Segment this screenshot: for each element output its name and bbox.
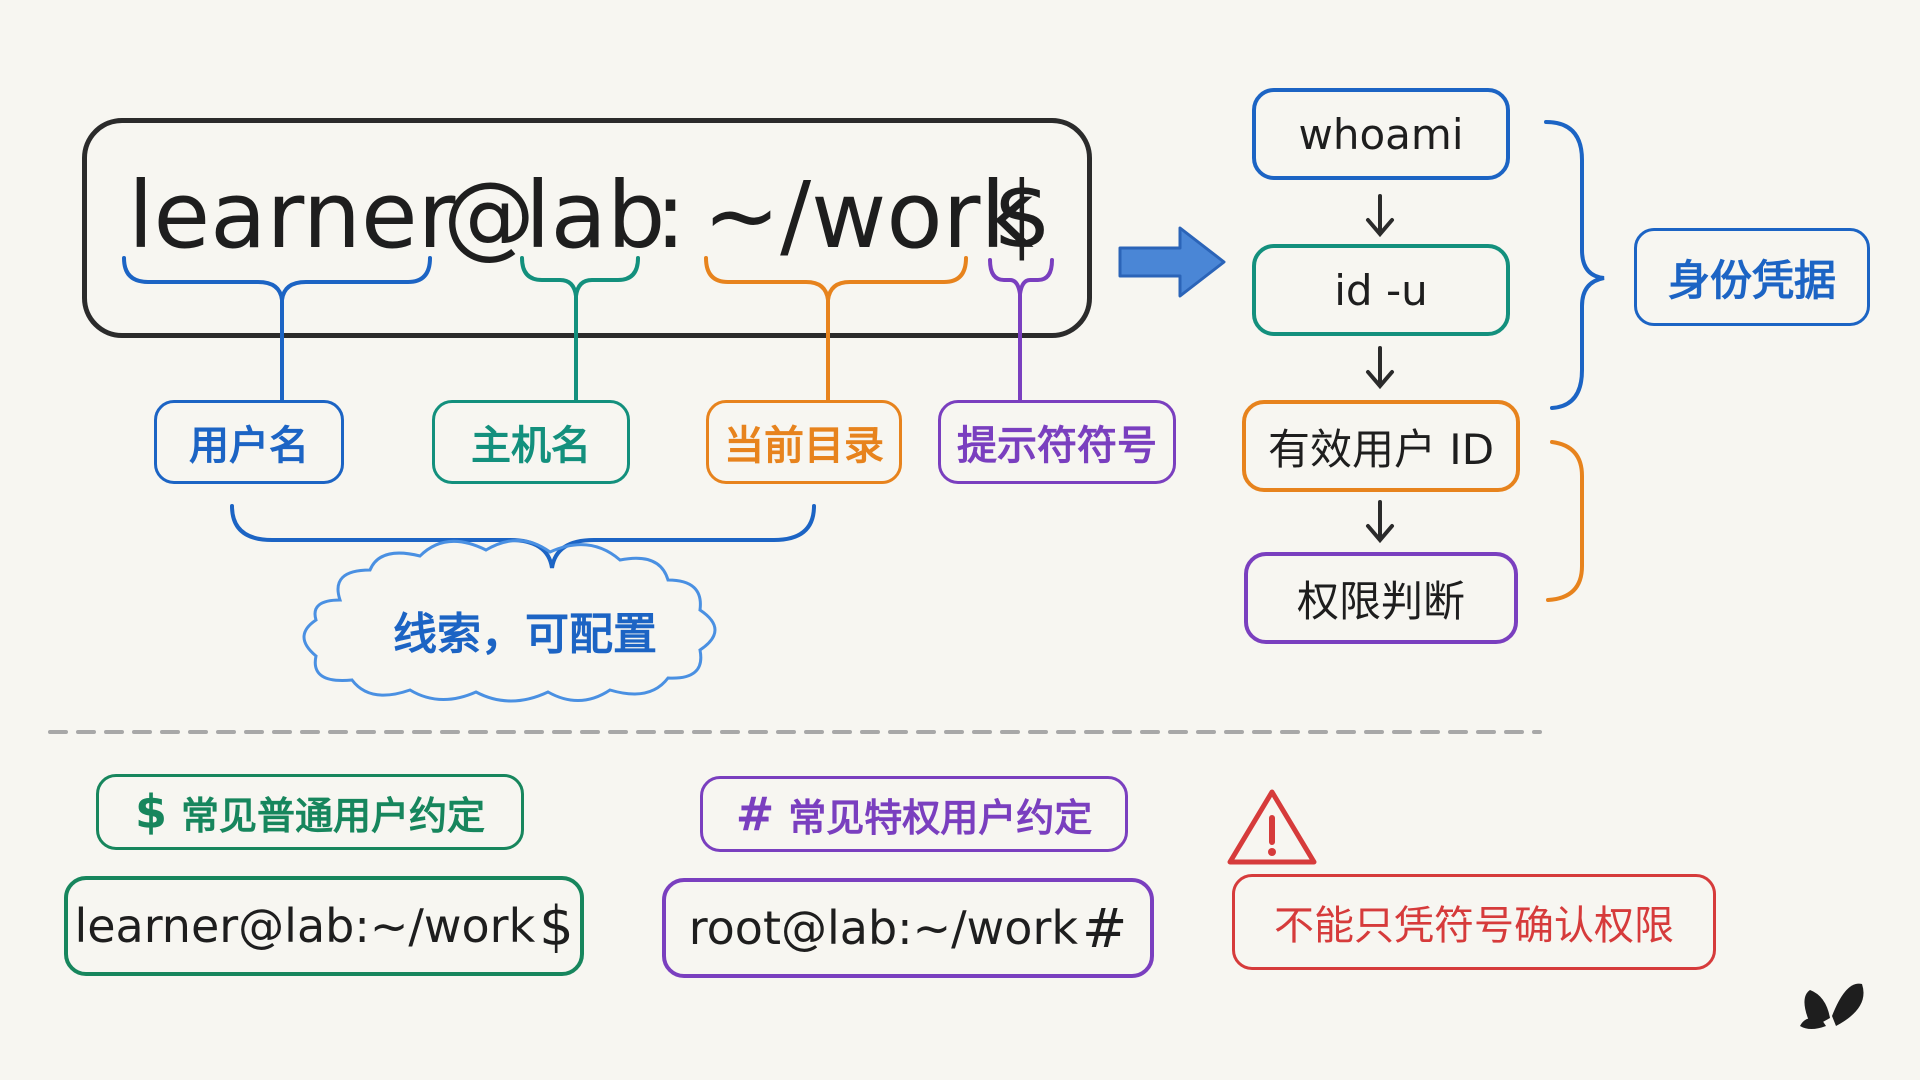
warning-label: 不能只凭符号确认权限 (1232, 874, 1716, 970)
convention-normal-label: 常见普通用户约定 (181, 793, 486, 838)
bracket-permission (1546, 440, 1584, 602)
flow-id-u: id -u (1252, 244, 1510, 336)
prompt-dir: ~/work (703, 161, 1034, 269)
convention-priv: # 常见特权用户约定 (700, 776, 1128, 852)
prompt-frame (82, 118, 1092, 338)
example-priv-text: root@lab:~/work (688, 901, 1078, 955)
label-user: 用户名 (154, 400, 344, 484)
convention-priv-label: 常见特权用户约定 (788, 795, 1093, 840)
prompt-symbol: $ (993, 161, 1052, 269)
prompt-host: lab (525, 161, 666, 269)
label-identity: 身份凭据 (1634, 228, 1870, 326)
brace-dir (704, 256, 968, 301)
prompt-text: learner @ lab : ~/work $ (128, 160, 1058, 270)
prompt-user: learner (128, 161, 456, 269)
butterfly-icon (1800, 983, 1864, 1029)
cloud-shape (302, 539, 717, 703)
brace-labels (230, 504, 816, 569)
brace-symbol (988, 258, 1054, 295)
example-priv-symbol: # (1082, 896, 1128, 960)
prompt-at: @ (443, 161, 535, 269)
warning-icon (1227, 789, 1317, 865)
right-arrow-icon (1118, 226, 1226, 298)
example-normal: learner@lab:~/work $ (64, 876, 584, 976)
hash-symbol: # (735, 787, 775, 841)
dollar-symbol: $ (134, 785, 167, 839)
brace-identity (1544, 120, 1605, 410)
flow-permission-check: 权限判断 (1244, 552, 1518, 644)
flow-whoami: whoami (1252, 88, 1510, 180)
down-arrow-icon (1366, 194, 1394, 544)
flow-effective-uid: 有效用户 ID (1242, 400, 1520, 492)
example-normal-symbol: $ (539, 894, 574, 958)
cloud-label: 线索，可配置 (393, 609, 657, 660)
prompt-colon: : (655, 161, 686, 269)
brace-host (520, 256, 640, 297)
example-priv: root@lab:~/work # (662, 878, 1154, 978)
label-dir: 当前目录 (706, 400, 902, 484)
brace-user (122, 256, 432, 301)
label-symbol: 提示符符号 (938, 400, 1176, 484)
example-normal-text: learner@lab:~/work (74, 899, 536, 953)
label-host: 主机名 (432, 400, 630, 484)
convention-normal: $ 常见普通用户约定 (96, 774, 524, 850)
